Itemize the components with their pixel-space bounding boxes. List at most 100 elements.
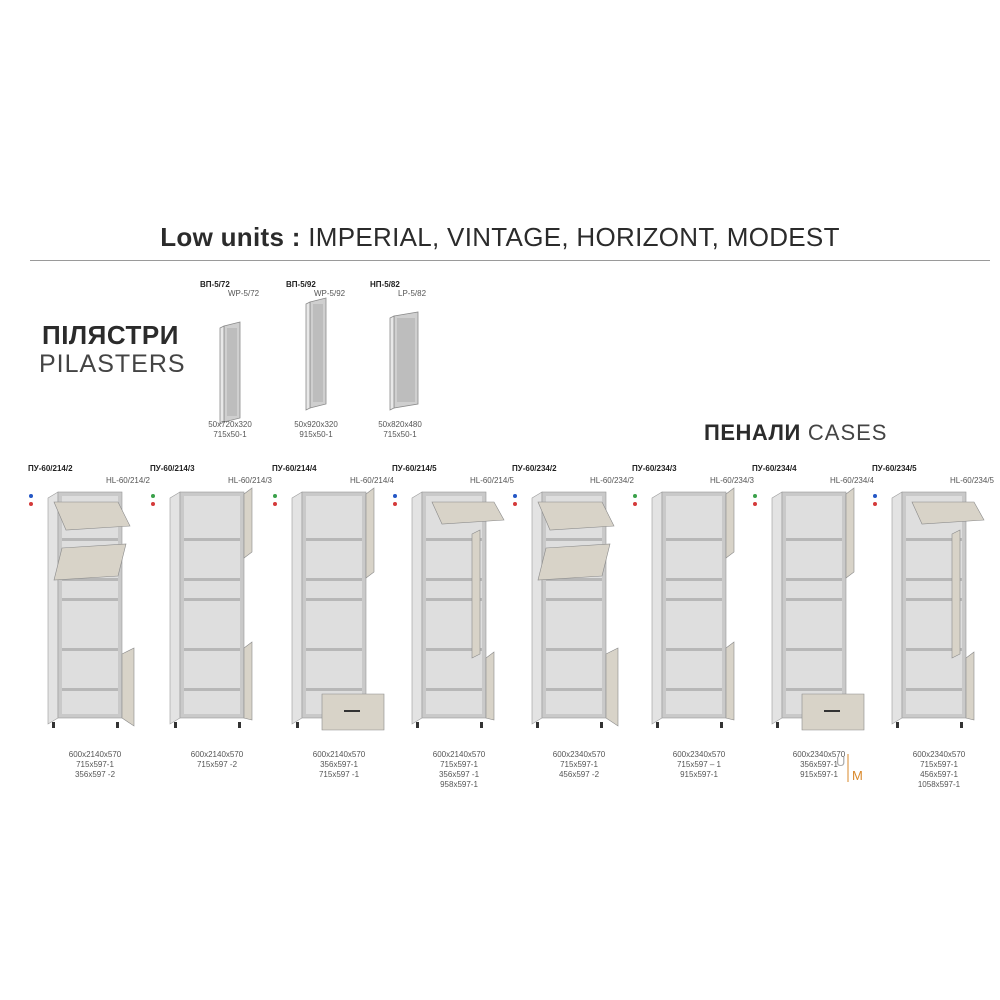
case-drawing: [291, 487, 385, 731]
pilaster-face: [227, 328, 237, 416]
case-shelf: [306, 598, 362, 601]
case-side-panel: [891, 491, 903, 725]
case-drawing: [531, 491, 619, 728]
case-door-open: [725, 487, 735, 559]
case-drawing: [47, 491, 135, 728]
case-leg: [960, 722, 963, 728]
pilasters-title-ua: ПІЛЯСТРИ: [42, 320, 179, 350]
case-shelf: [906, 538, 962, 541]
case-shelf: [184, 578, 240, 581]
case-dim-line: 958x597-1: [440, 780, 478, 789]
case-handle: [824, 710, 840, 712]
case-leg: [296, 722, 299, 728]
pilaster-code: ВП-5/92: [286, 280, 316, 289]
case-shelf: [306, 688, 362, 691]
case-shelf: [62, 578, 118, 581]
color-swatch: [151, 494, 155, 498]
case-interior: [306, 496, 362, 714]
case-code: ПУ-60/214/5: [392, 464, 437, 473]
case-dim-line: 600x2140x570: [432, 750, 486, 759]
case-handle: [344, 710, 360, 712]
case-leg: [174, 722, 177, 728]
case-shelf: [306, 648, 362, 651]
color-swatch: [29, 494, 33, 498]
case-dim-line: 715x597-1: [76, 760, 114, 769]
case-shelf: [184, 688, 240, 691]
case-shelf: [62, 538, 118, 541]
case-shelf: [184, 538, 240, 541]
case-interior: [666, 496, 722, 714]
pilaster-alt-code: WP-5/92: [314, 289, 346, 298]
case-leg: [238, 722, 241, 728]
case-alt-code: HL-60/234/2: [589, 476, 634, 485]
case-lift-door: [537, 501, 615, 531]
case-shelf: [426, 538, 482, 541]
case-shelf: [546, 688, 602, 691]
pilaster-dim-line: 50x820x480: [378, 420, 422, 429]
case-door-open: [605, 647, 619, 727]
cases-title: ПЕНАЛИ CASES: [704, 420, 887, 446]
case-dim-line: 915x597-1: [800, 770, 838, 779]
page-title: Low units : IMPERIAL, VINTAGE, HORIZONT,…: [0, 222, 1000, 253]
pilaster-face: [313, 304, 323, 402]
case-shelf: [666, 538, 722, 541]
case-shelf: [666, 578, 722, 581]
case-shelf: [306, 538, 362, 541]
case-side-panel: [47, 491, 59, 725]
color-swatch: [873, 494, 877, 498]
color-swatch: [151, 502, 155, 506]
case-side-panel: [291, 491, 303, 725]
case-shelf: [62, 688, 118, 691]
case-drawing: [771, 487, 865, 731]
case-dim-line: 456x597-1: [920, 770, 958, 779]
case-dim-line: 356x597 -2: [74, 770, 116, 779]
pilaster-drawing: [305, 297, 327, 411]
case-shelf: [426, 648, 482, 651]
case-shelf: [666, 598, 722, 601]
case-shelf: [546, 598, 602, 601]
case-alt-code: HL-60/214/5: [469, 476, 514, 485]
pilaster-drawing: [219, 321, 241, 425]
case-leg: [116, 722, 119, 728]
case-dim-line: 356x597 -1: [438, 770, 480, 779]
case-dim-line: 456x597 -2: [558, 770, 600, 779]
case-door-open: [845, 487, 855, 579]
case-interior: [786, 496, 842, 714]
pilaster-dim-line: 715x50-1: [213, 430, 247, 439]
case-shelf: [426, 578, 482, 581]
case-code: ПУ-60/214/3: [150, 464, 195, 473]
case-shelf: [666, 648, 722, 651]
pilasters-title-en: PILASTERS: [39, 350, 186, 378]
case-code: ПУ-60/214/2: [28, 464, 73, 473]
case-shelf: [786, 688, 842, 691]
color-swatch: [273, 494, 277, 498]
case-shelf: [786, 578, 842, 581]
case-dim-line: 600x2140x570: [68, 750, 122, 759]
color-swatch: [873, 502, 877, 506]
case-door-open: [365, 487, 375, 579]
case-shelf: [906, 648, 962, 651]
case-leg: [536, 722, 539, 728]
case-lift-door: [53, 543, 127, 581]
svg-text:U: U: [836, 754, 845, 769]
title-bold: Low units :: [160, 222, 301, 252]
pilaster-face: [397, 318, 415, 402]
case-drawing: [169, 487, 253, 728]
case-lift-door: [911, 501, 985, 525]
color-swatch: [513, 494, 517, 498]
case-side-panel: [531, 491, 543, 725]
color-swatch: [753, 494, 757, 498]
pilaster-edge: [305, 301, 311, 411]
pilaster-alt-code: LP-5/82: [398, 289, 427, 298]
case-code: ПУ-60/234/4: [752, 464, 797, 473]
case-shelf: [426, 598, 482, 601]
title-rest: IMPERIAL, VINTAGE, HORIZONT, MODEST: [300, 222, 840, 252]
svg-text:M: M: [852, 768, 863, 783]
case-dim-line: 715x597 – 1: [676, 760, 722, 769]
color-swatch: [29, 502, 33, 506]
color-swatch: [393, 502, 397, 506]
